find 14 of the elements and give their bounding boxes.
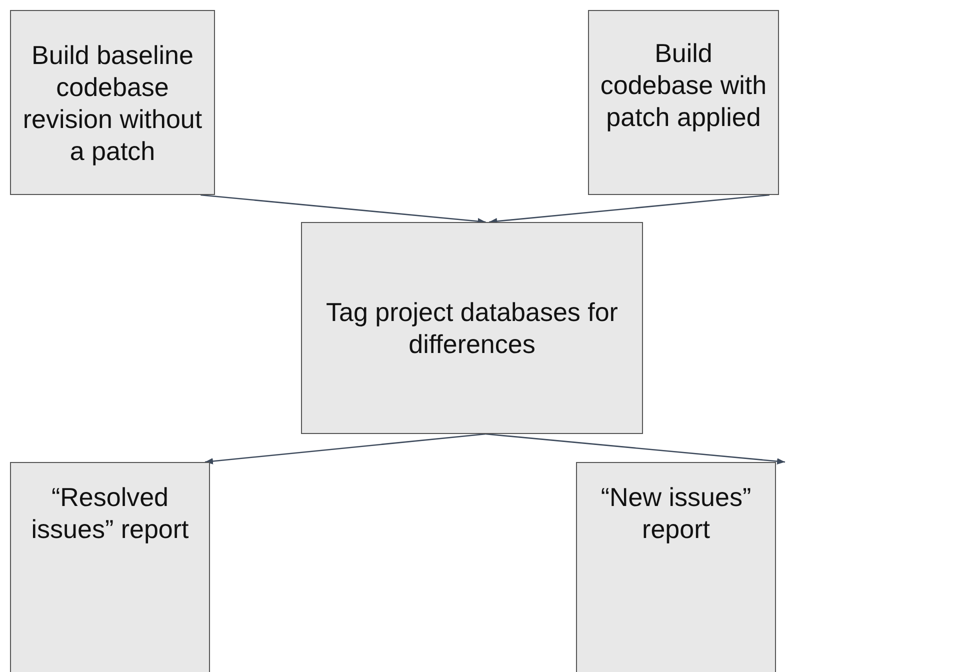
arrow [489, 194, 770, 224]
box-label: Build baseline codebase revision without a patch [22, 38, 204, 166]
box-label: Build codebase with patch applied [599, 37, 768, 133]
process-box [10, 10, 215, 195]
box-label: Tag project databases for differences [325, 296, 619, 360]
arrow [204, 433, 486, 464]
process-box [301, 222, 643, 434]
process-box [588, 10, 779, 195]
process-box [576, 462, 776, 672]
arrow [200, 194, 486, 224]
box-label: “New issues” report [600, 481, 752, 545]
box-label: “Resolved issues” report [30, 481, 190, 545]
arrow [486, 433, 786, 464]
process-box [10, 462, 210, 672]
